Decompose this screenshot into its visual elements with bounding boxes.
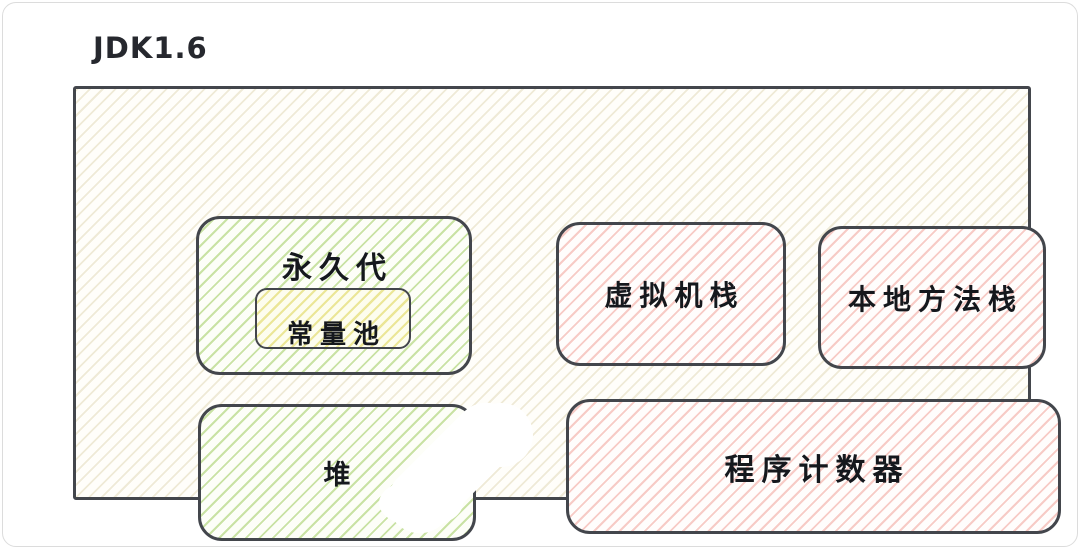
native-method-stack-label: 本地方法栈: [847, 282, 1023, 316]
heap-label: 堆: [323, 460, 358, 491]
diagram-title: JDK1.6: [93, 31, 208, 65]
box-native-method-stack: 本地方法栈: [818, 226, 1046, 369]
program-counter-label: 程序计数器: [724, 452, 910, 488]
box-vm-stack: 虚拟机栈: [556, 222, 786, 366]
constant-pool-label: 常量池: [286, 320, 386, 350]
white-eraser-blob-circle: [469, 403, 533, 467]
white-eraser-blob-edge: [379, 479, 463, 527]
permanent-generation-label: 永久代: [282, 251, 393, 286]
box-constant-pool: 常量池: [255, 288, 411, 350]
runtime-data-area-box: 永久代 常量池 虚拟机栈 本地方法栈 堆 程序计数器: [73, 86, 1061, 541]
box-permanent-generation: 永久代 常量池: [196, 216, 472, 375]
vm-stack-label: 虚拟机栈: [604, 279, 745, 312]
box-program-counter: 程序计数器: [566, 399, 1061, 534]
